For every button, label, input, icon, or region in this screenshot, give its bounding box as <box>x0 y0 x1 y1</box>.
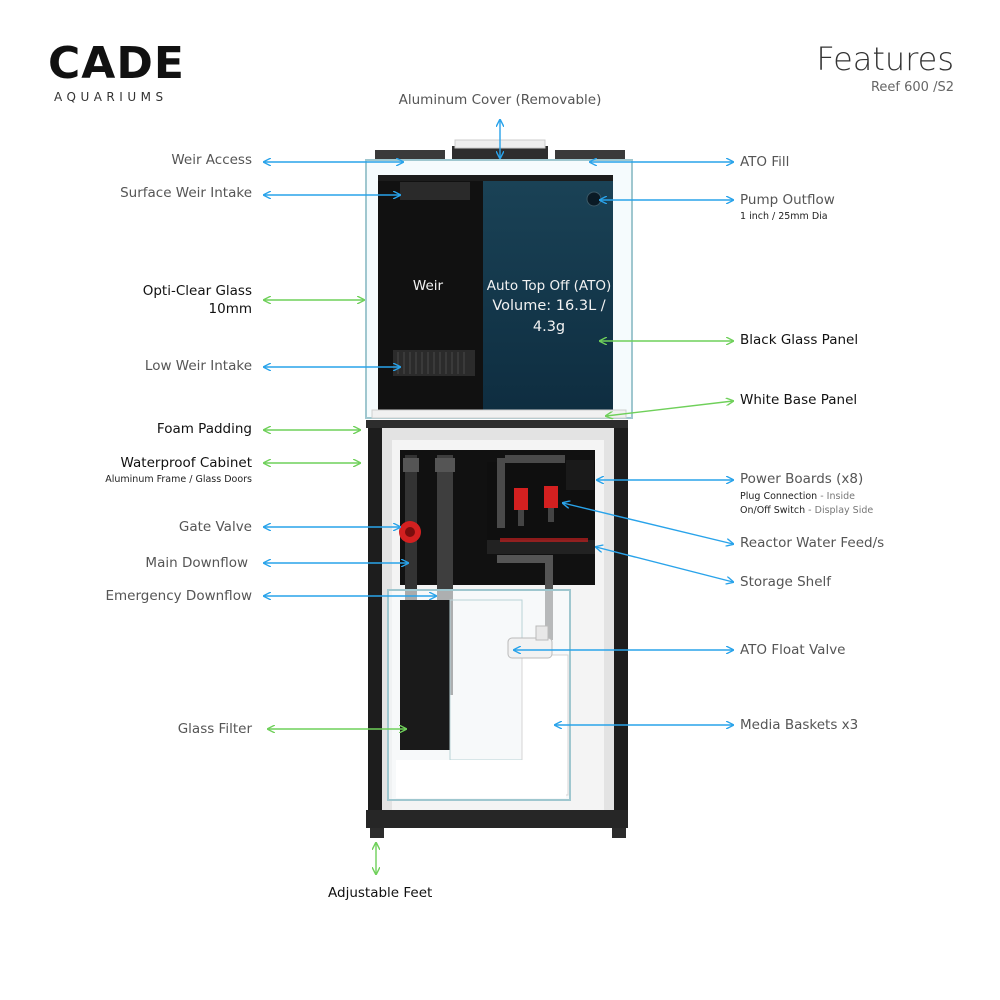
label-power-boards: Power Boards (x8) <box>740 471 864 487</box>
page-title: Features <box>816 40 954 78</box>
ato-title-label: Auto Top Off (ATO) <box>486 278 612 294</box>
brand-subtitle: AQUARIUMS <box>54 90 168 104</box>
label-white-base-panel: White Base Panel <box>740 392 858 408</box>
display-tank <box>365 159 633 419</box>
label-reactor-water-feed: Reactor Water Feed/s <box>740 535 885 551</box>
glass-filter-sump <box>387 589 571 801</box>
label-power-boards-sub2: On/Off Switch - Display Side <box>740 505 873 516</box>
brand-logo: CADE AQUARIUMS <box>48 38 188 105</box>
label-waterproof-cabinet: Waterproof Cabinet <box>120 455 252 471</box>
callout-arrows <box>264 120 733 874</box>
ato-volume-gallons: 4.3g <box>532 319 566 335</box>
label-adjustable-feet: Adjustable Feet <box>328 885 433 901</box>
label-low-weir-intake: Low Weir Intake <box>144 358 252 374</box>
label-surface-weir-intake: Surface Weir Intake <box>120 185 252 201</box>
label-glass-filter: Glass Filter <box>177 721 252 737</box>
label-pump-outflow: Pump Outflow <box>740 192 835 208</box>
label-ato-fill: ATO Fill <box>740 154 790 170</box>
label-main-downflow: Main Downflow <box>145 555 248 571</box>
label-glass-thickness: 10mm <box>208 301 252 317</box>
label-pump-outflow-sub: 1 inch / 25mm Dia <box>740 211 828 222</box>
brand-name: CADE <box>48 38 185 89</box>
ato-volume-label: Volume: 16.3L / <box>492 298 606 314</box>
reactor-valves <box>514 486 558 526</box>
label-foam-padding: Foam Padding <box>156 421 252 437</box>
label-weir-access: Weir Access <box>171 152 252 168</box>
label-black-glass-panel: Black Glass Panel <box>740 332 859 348</box>
power-sub2-key: On/Off Switch <box>740 505 806 516</box>
label-gate-valve: Gate Valve <box>178 519 252 535</box>
label-power-boards-sub1: Plug Connection - Inside <box>740 491 855 502</box>
label-opti-clear-glass: Opti-Clear Glass <box>142 283 252 299</box>
label-emergency-downflow: Emergency Downflow <box>105 588 253 604</box>
label-ato-float-valve: ATO Float Valve <box>740 642 846 658</box>
label-storage-shelf: Storage Shelf <box>740 574 832 590</box>
power-sub2-value: - Display Side <box>805 505 874 516</box>
label-media-baskets: Media Baskets x3 <box>740 717 859 733</box>
power-sub1-value: - Inside <box>817 491 855 502</box>
label-waterproof-cabinet-sub: Aluminum Frame / Glass Doors <box>105 474 252 485</box>
label-aluminum-cover: Aluminum Cover (Removable) <box>398 92 602 108</box>
gate-valve-illustration <box>399 521 421 543</box>
power-sub1-key: Plug Connection <box>740 491 818 502</box>
page-subtitle: Reef 600 /S2 <box>870 80 954 95</box>
weir-label: Weir <box>412 278 444 294</box>
power-board <box>566 460 594 490</box>
